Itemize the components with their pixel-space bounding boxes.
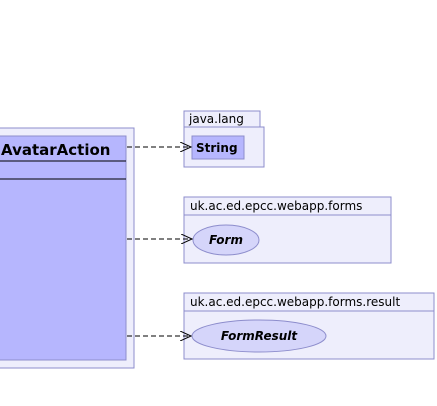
package-java-lang[interactable]: java.lang String: [183, 110, 265, 168]
class-body: [0, 135, 127, 361]
package-webapp-forms-result[interactable]: uk.ac.ed.epcc.webapp.forms.result FormRe…: [183, 292, 435, 360]
package-name: uk.ac.ed.epcc.webapp.forms.result: [190, 295, 400, 309]
package-name: java.lang: [188, 112, 244, 126]
form-interface-ellipse[interactable]: [192, 224, 260, 256]
string-class-name: String: [196, 141, 238, 155]
package-name: uk.ac.ed.epcc.webapp.forms: [190, 199, 362, 213]
avatar-action-class[interactable]: AvatarAction: [0, 127, 135, 369]
form-interface-name: Form: [209, 233, 243, 247]
formresult-interface-ellipse[interactable]: [191, 319, 327, 353]
package-webapp-forms[interactable]: uk.ac.ed.epcc.webapp.forms Form: [183, 196, 392, 264]
string-class-box[interactable]: [191, 135, 245, 160]
formresult-interface-name: FormResult: [221, 329, 299, 343]
class-name: AvatarAction: [1, 141, 110, 159]
